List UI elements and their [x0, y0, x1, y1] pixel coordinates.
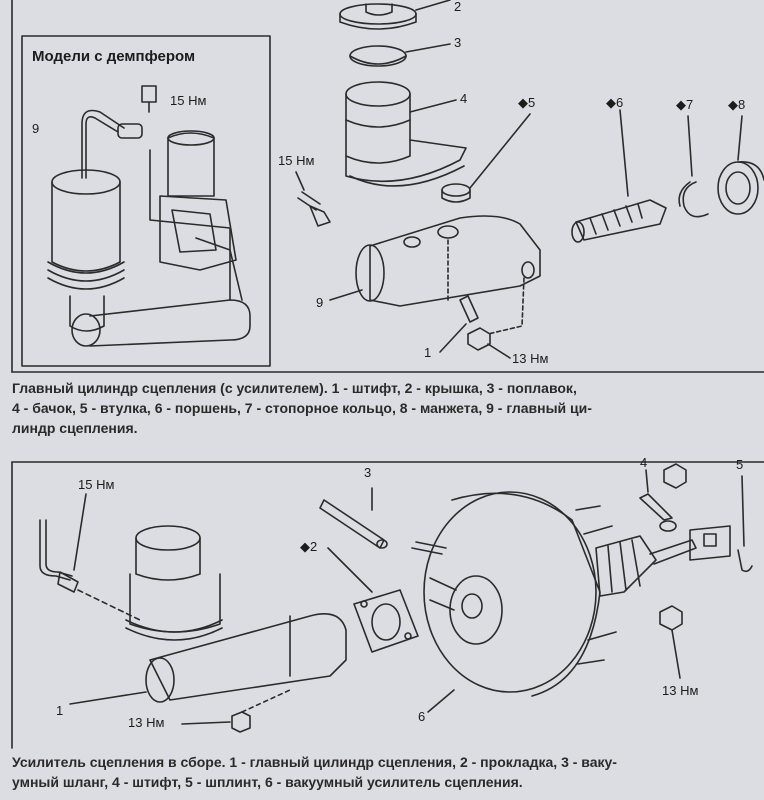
callout-7: ◆7 [676, 97, 694, 112]
callout-3: 3 [454, 35, 462, 50]
callout-5: ◆5 [518, 95, 536, 110]
figure2-drawing [39, 463, 753, 733]
torque-label-top: 15 Нм [78, 477, 115, 492]
callout-f2-6: 6 [418, 709, 426, 724]
callout-inset-9: 9 [32, 121, 40, 136]
inset-title: Модели с демпфером [32, 48, 196, 65]
callout-f2-5: 5 [736, 457, 744, 472]
callout-8: ◆8 [728, 97, 746, 112]
callout-1: 1 [424, 345, 432, 360]
torque-label-bottom: 13 Нм [512, 351, 549, 366]
figure2-caption-line-1: Усилитель сцепления в сборе. 1 - главный… [12, 754, 617, 770]
figure1-caption-line-2: 4 - бачок, 5 - втулка, 6 - поршень, 7 - … [12, 400, 592, 416]
callout-4: 4 [460, 91, 468, 106]
callout-f2-2: ◆2 [300, 539, 318, 554]
figure1-caption-line-1: Главный цилиндр сцепления (с усилителем)… [12, 380, 577, 396]
figure2-caption-line-2: умный шланг, 4 - штифт, 5 - шплинт, 6 - … [12, 774, 523, 790]
torque-label-left: 15 Нм [278, 153, 315, 168]
figure2-frame [11, 461, 764, 749]
callout-2: 2 [454, 0, 462, 14]
figure1-frame [11, 0, 764, 373]
torque-label-inset: 15 Нм [170, 93, 207, 108]
inset-cylinder-drawing [47, 85, 251, 347]
torque-label-bottom-left: 13 Нм [128, 715, 165, 730]
torque-label-bottom-right: 13 Нм [662, 683, 699, 698]
callout-9: 9 [316, 295, 324, 310]
callout-f2-4: 4 [640, 455, 648, 470]
callout-f2-3: 3 [364, 465, 372, 480]
figure1-caption-line-3: линдр сцепления. [12, 420, 138, 436]
inset-frame [21, 35, 271, 367]
callout-f2-1: 1 [56, 703, 64, 718]
figure1-main-drawing [295, 0, 764, 359]
callout-6: ◆6 [606, 95, 624, 110]
